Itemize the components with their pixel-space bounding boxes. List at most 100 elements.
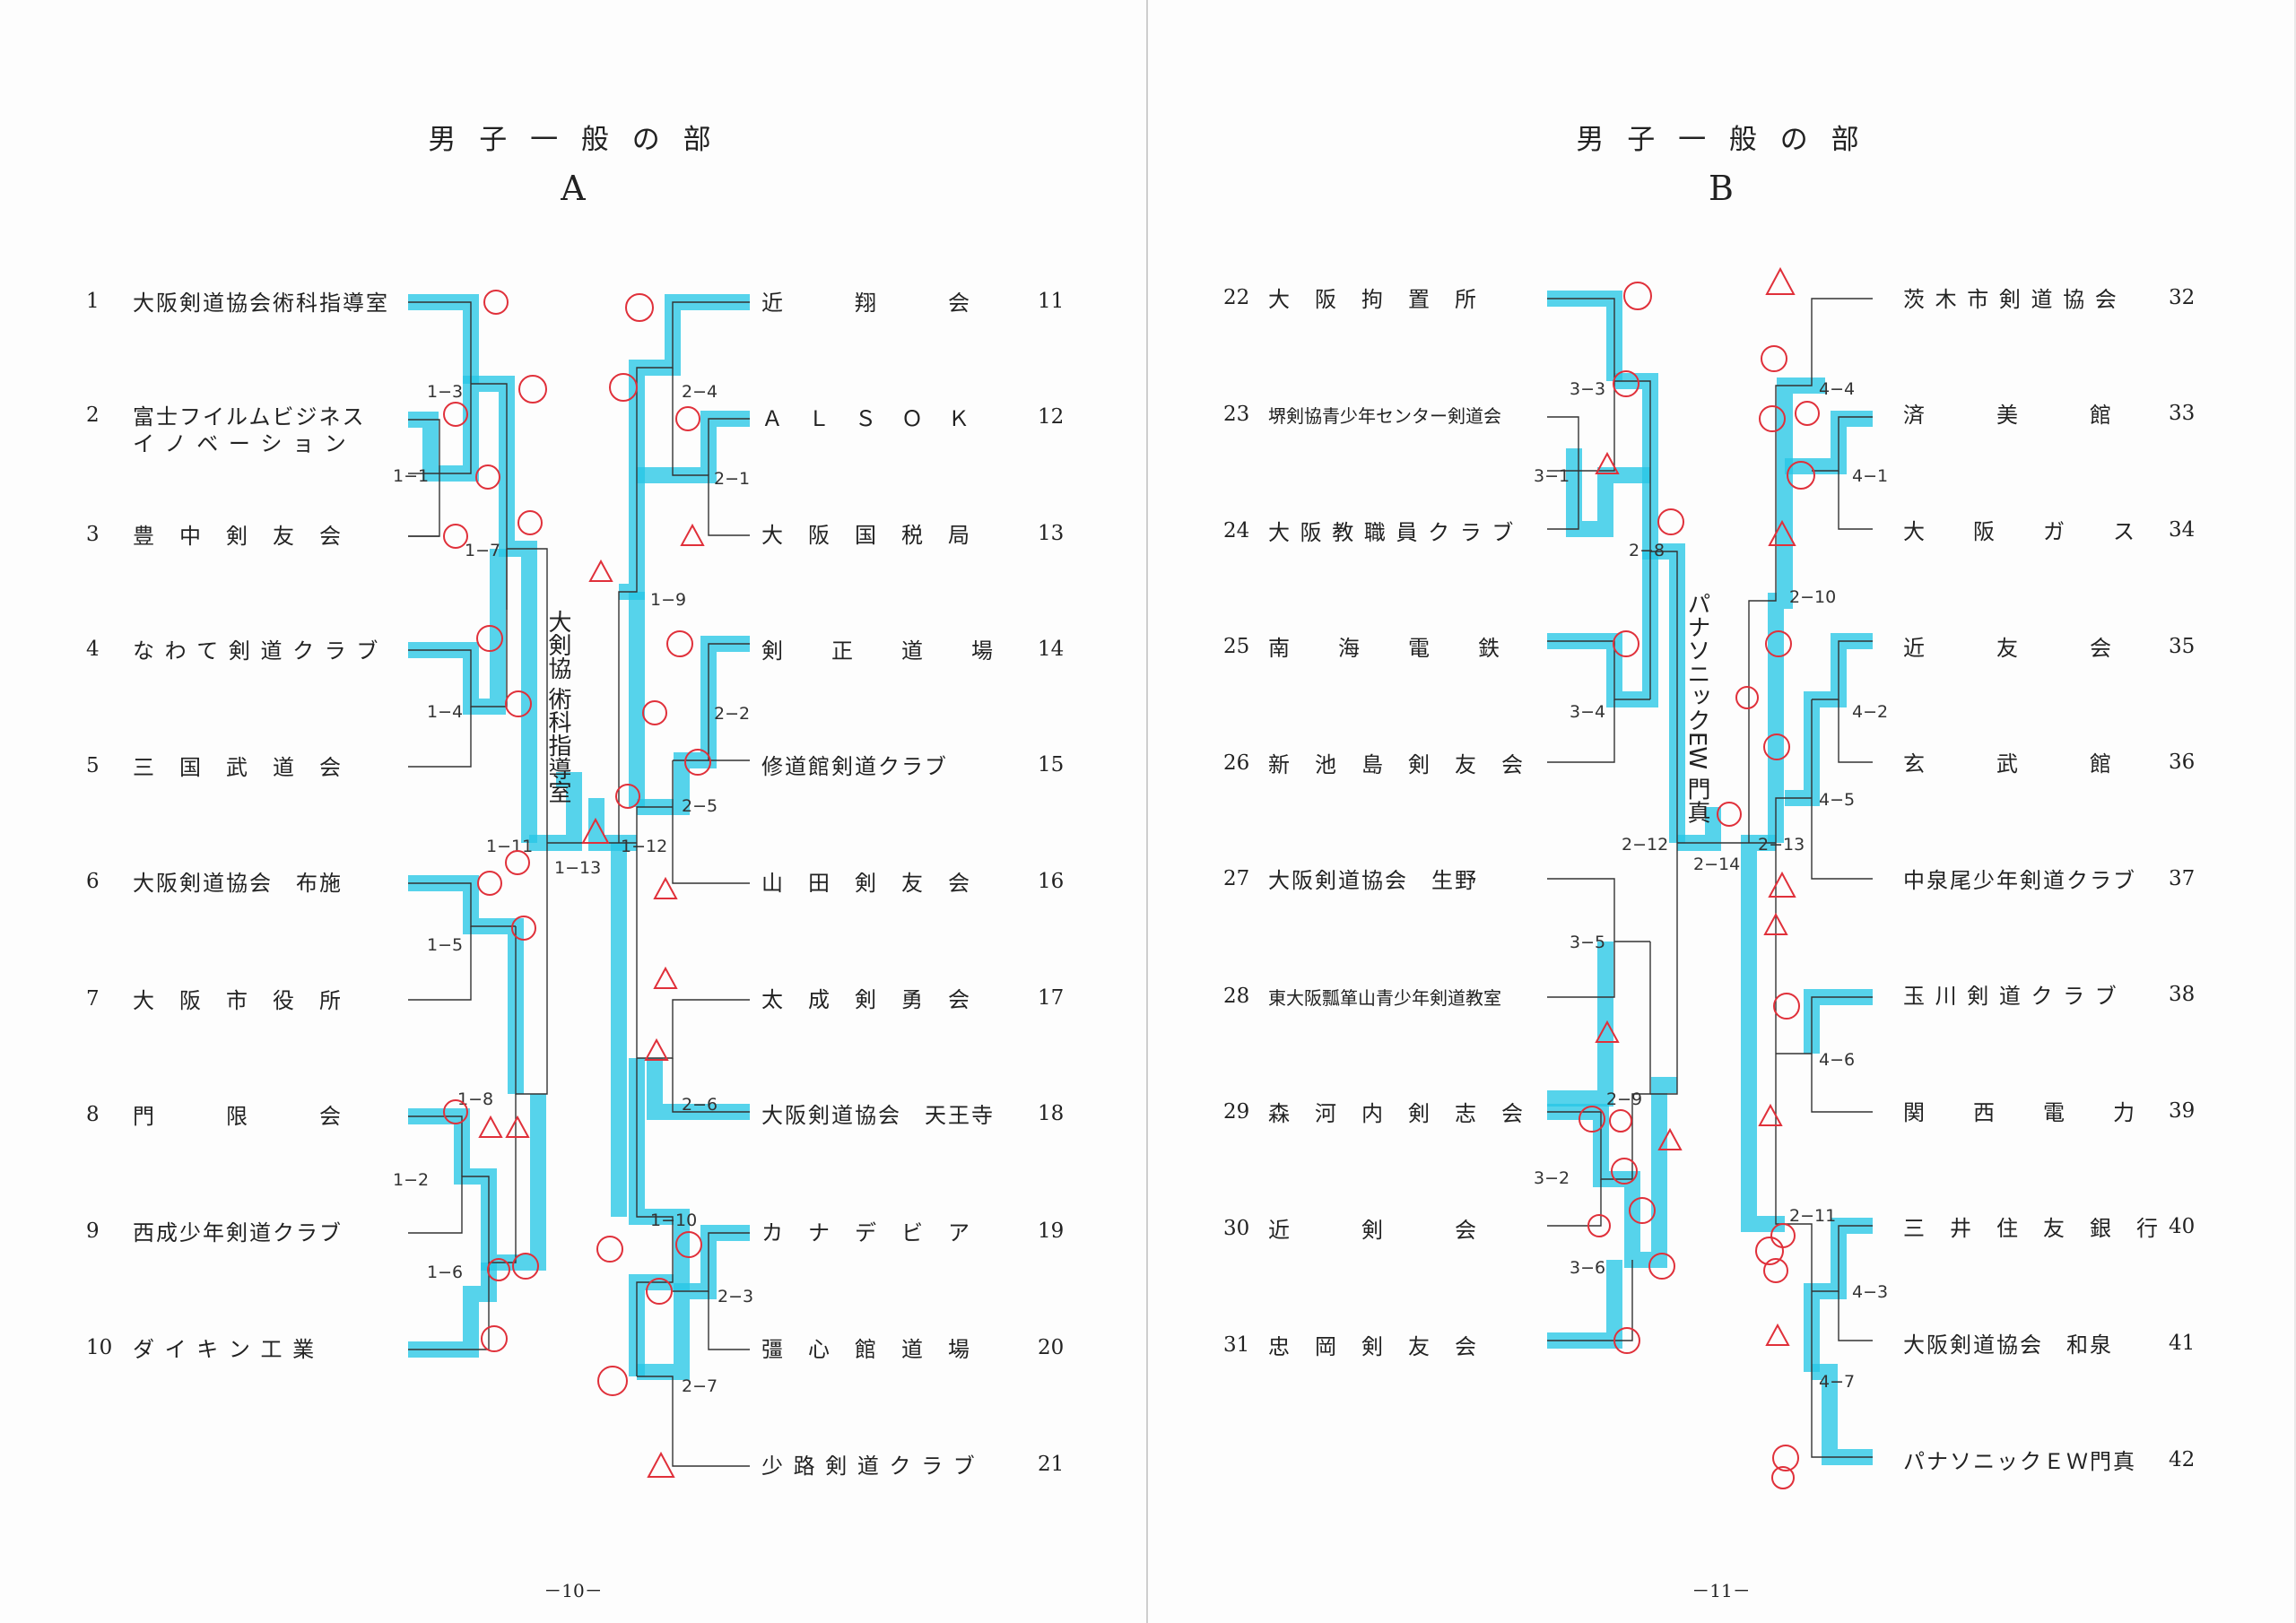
seed-number: 24 — [1223, 519, 1250, 542]
seed-number: 36 — [2169, 751, 2196, 774]
match-label: 1−1 — [393, 466, 429, 486]
team-entry: 1 大阪剣道協会術科指導室 — [86, 290, 389, 317]
team-name: 大阪剣道協会 生野 — [1268, 868, 1478, 893]
team-name: 大 阪 教 職 員 ク ラ ブ — [1268, 520, 1516, 545]
match-label: 4−3 — [1852, 1282, 1888, 1302]
match-label: 1−2 — [393, 1170, 429, 1190]
seed-number: 35 — [2169, 635, 2196, 658]
team-entry: 大 阪 ガ ス 34 — [1903, 518, 2195, 545]
seed-number: 17 — [1038, 986, 1065, 1010]
team-entry: 三 井 住 友 銀 行 40 — [1903, 1215, 2195, 1242]
seed-number: 10 — [86, 1336, 113, 1359]
match-labels: 1−1 1−2 1−3 1−4 1−5 1−6 1−7 1−8 1−9 1−10… — [393, 382, 753, 1396]
block-label: A — [561, 169, 586, 208]
match-label: 2−2 — [714, 704, 750, 724]
team-entry: 近 翔 会 11 — [761, 290, 1064, 317]
team-entry: 31 忠 岡 剣 友 会 — [1223, 1333, 1478, 1360]
team-entry: 彊 心 館 道 場 20 — [761, 1336, 1064, 1363]
team-name: 近 剣 会 — [1268, 1218, 1478, 1243]
book-gutter — [1144, 0, 1150, 1623]
match-label: 3−2 — [1534, 1168, 1570, 1188]
seed-number: 11 — [1038, 290, 1065, 313]
team-name: 近 翔 会 — [761, 291, 971, 316]
team-name: 西成少年剣道クラブ — [133, 1220, 343, 1245]
match-label: 3−6 — [1570, 1258, 1605, 1278]
seed-number: 14 — [1038, 638, 1065, 661]
seed-number: 12 — [1038, 405, 1065, 429]
team-name: 忠 岡 剣 友 会 — [1268, 1334, 1478, 1359]
team-entry: 済 美 館 33 — [1903, 402, 2195, 429]
match-label: 2−11 — [1789, 1206, 1836, 1226]
seed-number: 6 — [86, 870, 100, 893]
seed-number: 33 — [2169, 402, 2196, 425]
match-label: 3−4 — [1570, 702, 1605, 722]
team-name: 新 池 島 剣 友 会 — [1268, 752, 1525, 777]
team-entry: 10 ダ イ キ ン 工 業 — [86, 1336, 316, 1363]
team-entry: 6 大阪剣道協会 布施 — [86, 870, 343, 897]
team-name: 茨 木 市 剣 道 協 会 — [1903, 287, 2118, 312]
match-label: 3−5 — [1570, 933, 1605, 952]
match-label: 2−5 — [682, 796, 718, 816]
match-label: 2−3 — [718, 1287, 753, 1306]
team-entry: 関 西 電 力 39 — [1903, 1099, 2195, 1126]
team-name: 三 井 住 友 銀 行 — [1903, 1216, 2160, 1241]
match-label: 2−13 — [1758, 835, 1805, 855]
pen-marks — [443, 290, 711, 1478]
seed-number: 7 — [86, 987, 100, 1011]
match-label: 3−3 — [1570, 379, 1605, 399]
page-heading: 男 子 一 般 の 部 — [1576, 124, 1866, 156]
team-name: 南 海 電 鉄 — [1268, 636, 1501, 661]
page-number: －10－ — [544, 1580, 603, 1601]
match-label: 2−9 — [1606, 1089, 1642, 1109]
seed-number: 23 — [1223, 403, 1250, 426]
bracket-lines — [408, 301, 750, 1467]
team-name: 玄 武 館 — [1903, 751, 2113, 777]
team-name: 大 阪 市 役 所 — [133, 988, 343, 1013]
seed-number: 3 — [86, 523, 100, 546]
seed-number: 42 — [2169, 1448, 2196, 1471]
team-entry: 22 大 阪 拘 置 所 — [1223, 286, 1478, 313]
team-entry: 茨 木 市 剣 道 協 会 32 — [1903, 286, 2195, 313]
team-name: 少 路 剣 道 ク ラ ブ — [761, 1454, 977, 1479]
seed-number: 28 — [1223, 985, 1250, 1008]
team-entry: 23 堺剣協青少年センター剣道会 — [1223, 403, 1501, 430]
seed-number: 34 — [2169, 518, 2196, 542]
block-label: B — [1709, 169, 1734, 208]
team-name: Ａ Ｌ Ｓ Ｏ Ｋ — [761, 406, 971, 431]
team-name: 大 阪 国 税 局 — [761, 523, 971, 548]
team-name: 玉 川 剣 道 ク ラ ブ — [1903, 984, 2118, 1009]
handwritten-winner-note: 大剣協 術科指導室 — [544, 610, 571, 804]
seed-number: 32 — [2169, 286, 2196, 309]
seed-number: 19 — [1038, 1219, 1065, 1243]
seed-number: 20 — [1038, 1336, 1065, 1359]
bracket-a: 1−1 1−2 1−3 1−4 1−5 1−6 1−7 1−8 1−9 1−10… — [393, 290, 753, 1478]
handwritten-winner-note: パナソニックEW 門真 — [1683, 592, 1710, 824]
team-entry: 5 三 国 武 道 会 — [86, 754, 343, 781]
seed-number: 40 — [2169, 1215, 2196, 1238]
team-entry: カ ナ デ ビ ア 19 — [761, 1219, 1064, 1246]
team-entry: 24 大 阪 教 職 員 ク ラ ブ — [1223, 519, 1515, 546]
team-name: な わ て 剣 道 ク ラ ブ — [133, 638, 380, 664]
match-label: 1−9 — [650, 590, 686, 610]
team-entry: 修道館剣道クラブ 15 — [761, 753, 1064, 780]
match-label: 1−13 — [554, 858, 601, 878]
seed-number: 5 — [86, 754, 100, 777]
team-entry: 3 豊 中 剣 友 会 — [86, 523, 343, 550]
team-name: 中泉尾少年剣道クラブ — [1903, 868, 2136, 893]
team-entry: 玄 武 館 36 — [1903, 751, 2195, 777]
team-name: 東大阪瓢箪山青少年剣道教室 — [1268, 987, 1501, 1009]
seed-number: 41 — [2169, 1332, 2196, 1355]
match-label: 4−7 — [1819, 1372, 1855, 1392]
highlighter-layer — [408, 294, 750, 1380]
seed-number: 26 — [1223, 751, 1250, 775]
bracket-b: 2−8 2−9 2−10 2−11 2−12 2−13 2−14 3−1 3−2… — [1534, 266, 1888, 1489]
seed-number: 38 — [2169, 983, 2196, 1006]
team-entry: 太 成 剣 勇 会 17 — [761, 986, 1064, 1013]
match-label: 4−6 — [1819, 1050, 1855, 1070]
match-labels: 2−8 2−9 2−10 2−11 2−12 2−13 2−14 3−1 3−2… — [1534, 379, 1888, 1392]
seed-number: 18 — [1038, 1102, 1065, 1125]
team-entry: 大阪剣道協会 和泉 41 — [1903, 1332, 2195, 1358]
match-label: 1−8 — [457, 1089, 493, 1109]
match-label: 4−4 — [1819, 379, 1855, 399]
match-label: 2−6 — [682, 1095, 718, 1115]
